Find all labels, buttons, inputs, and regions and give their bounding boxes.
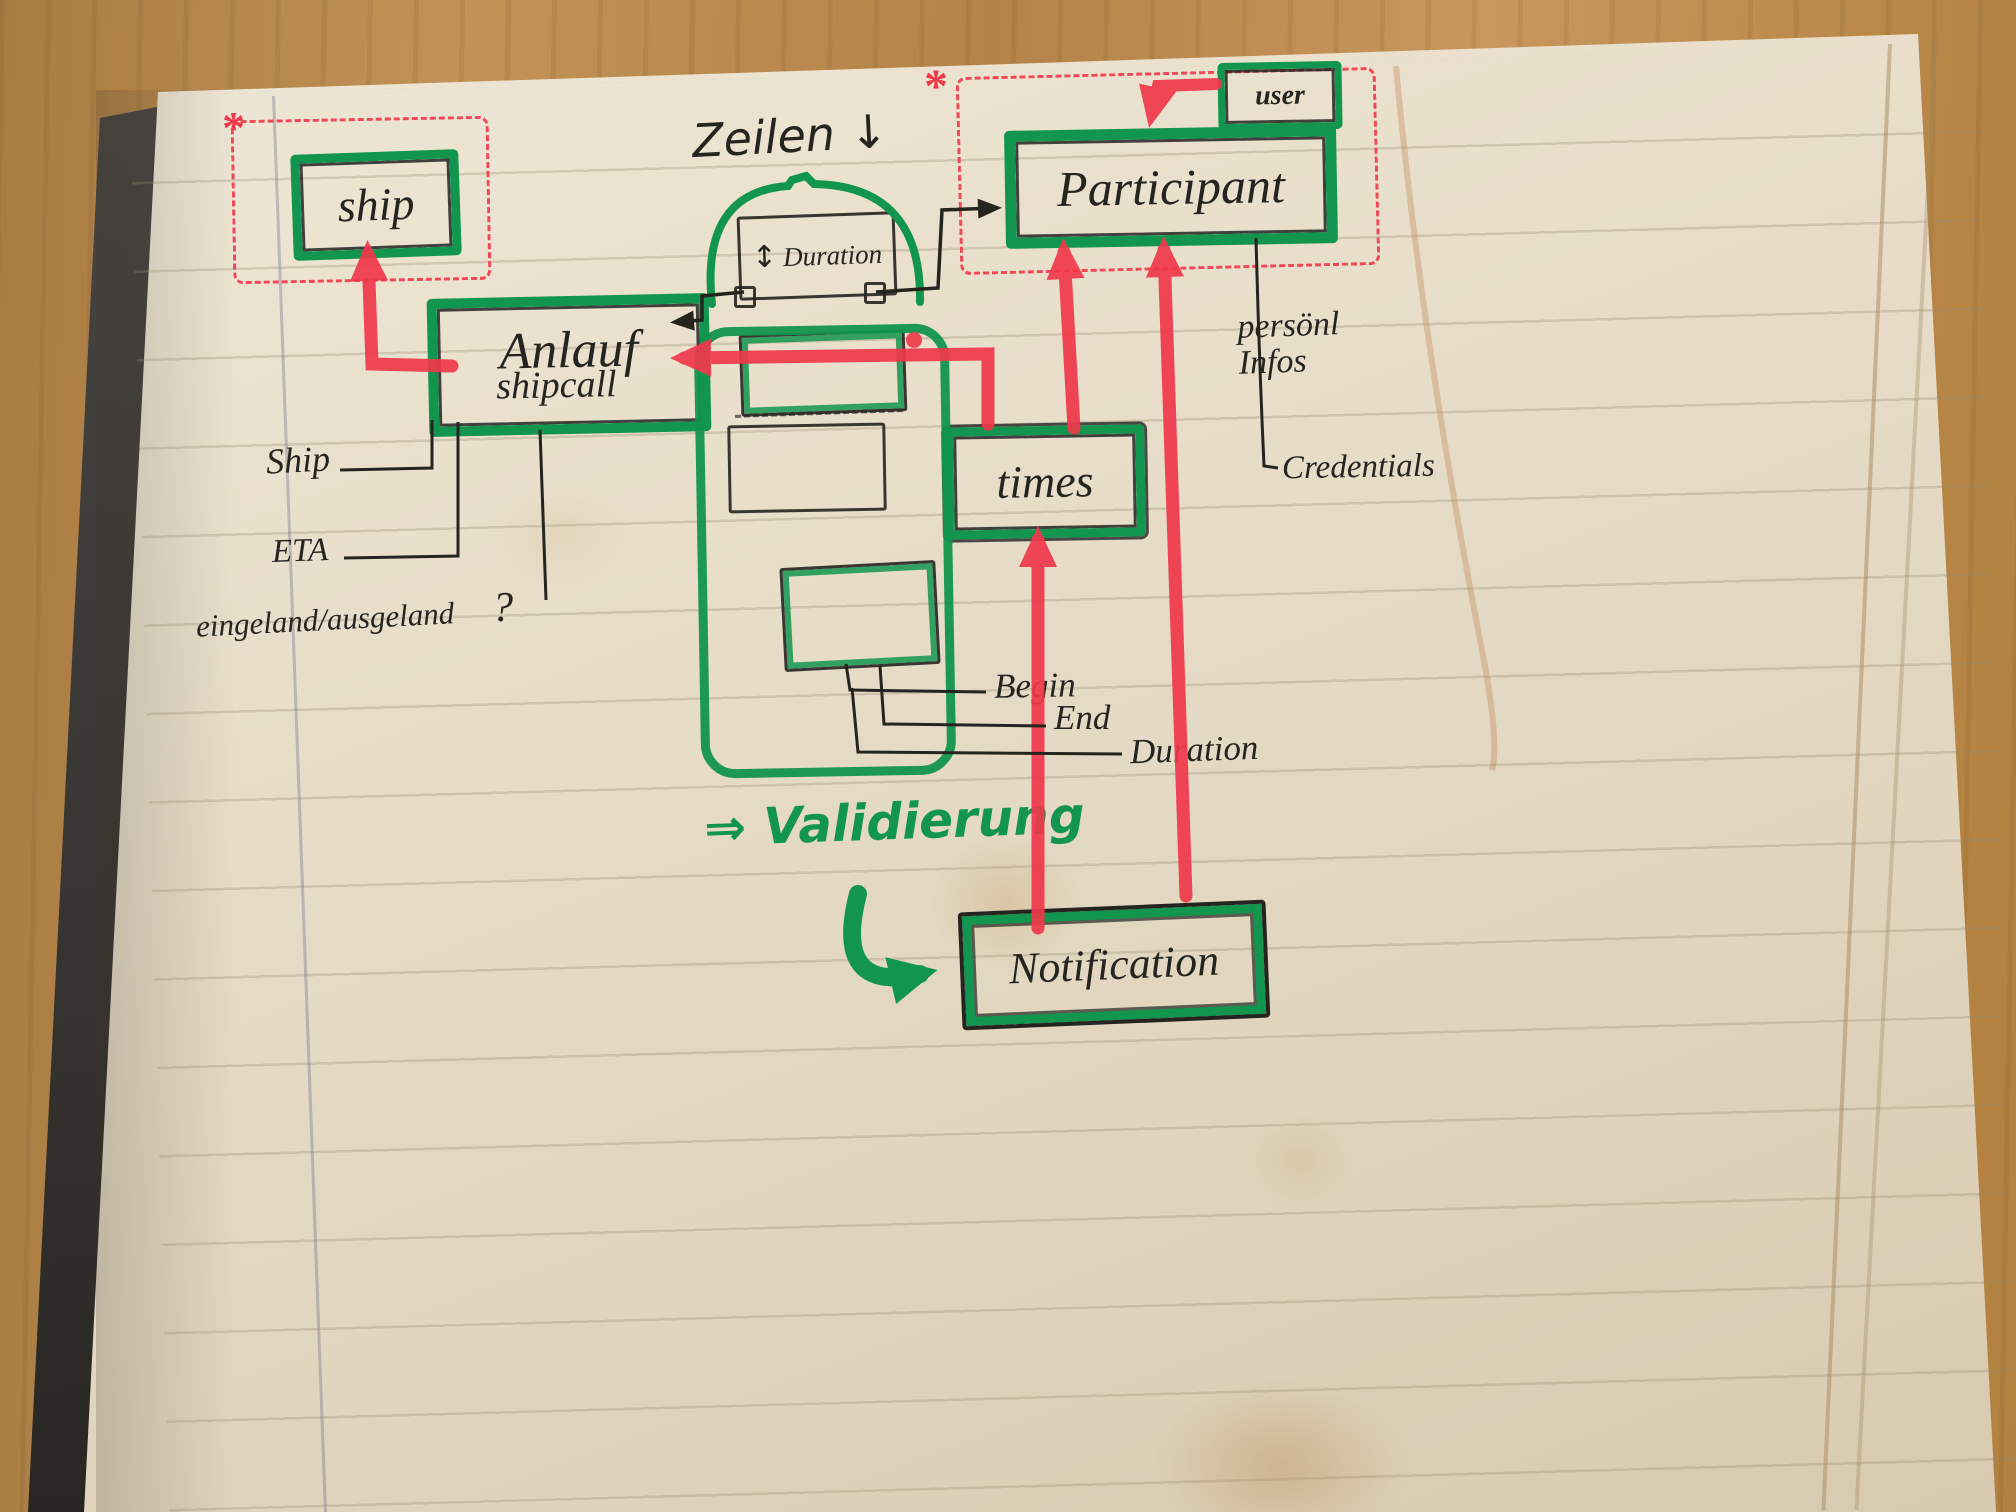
draft-box-2	[727, 422, 887, 514]
end-attribute-label: End	[1054, 698, 1111, 737]
draft-box-3	[779, 559, 941, 673]
coffee-stain	[460, 460, 660, 610]
times-entity-box: times	[944, 424, 1146, 540]
personal-infos-attribute-label: persönl Infos	[1236, 305, 1340, 382]
ship-attribute-label: Ship	[264, 438, 331, 482]
eta-attribute-label: ETA	[271, 532, 329, 570]
times-entity-label: times	[995, 455, 1094, 508]
zeilen-annotation: Zeilen ↓	[690, 103, 890, 169]
validierung-annotation: ⇒ Validierung	[703, 786, 1086, 858]
question-mark: ?	[492, 585, 513, 631]
participant-entity-label: Participant	[1056, 156, 1286, 217]
participant-entity-box: Participant	[1003, 125, 1339, 249]
asterisk-marker: *	[924, 60, 948, 113]
asterisk-marker: *	[222, 102, 245, 153]
duration-field-label: Duration	[782, 238, 883, 273]
notification-entity-label: Notification	[1007, 935, 1221, 994]
user-entity-box: user	[1217, 60, 1343, 132]
notification-entity-box: Notification	[957, 899, 1271, 1031]
draft-box-1	[738, 329, 908, 417]
coffee-stain	[1225, 1095, 1375, 1225]
credentials-attribute-label: Credentials	[1281, 447, 1436, 487]
user-entity-label: user	[1254, 79, 1306, 112]
duration-attribute-label: Duration	[1129, 727, 1259, 772]
page-gutter-shadow	[96, 90, 236, 1512]
ship-entity-box: ship	[290, 149, 462, 261]
connector-foot-left	[734, 286, 756, 308]
anlauf-entity-box: Anlauf shipcall	[426, 293, 712, 437]
ship-entity-label: ship	[336, 177, 416, 232]
connector-foot-right	[864, 282, 886, 304]
updown-arrow-icon: ↕	[751, 239, 778, 276]
shipcall-entity-label: shipcall	[495, 363, 618, 408]
